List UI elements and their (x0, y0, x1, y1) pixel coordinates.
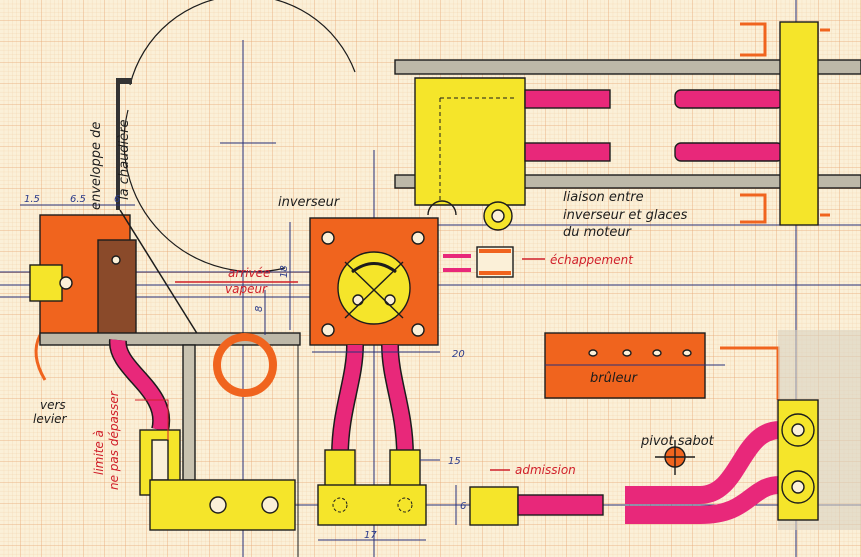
rail-top (394, 59, 861, 75)
pipe-left (110, 339, 169, 432)
label-link-3: du moteur (563, 225, 633, 240)
inverter-manifold (317, 484, 427, 526)
boiler-wall (116, 78, 120, 210)
dim-20: 20 (452, 349, 465, 360)
label-steam-in-2: vapeur (225, 282, 268, 296)
dim-6-5: 6.5 (70, 194, 86, 205)
limit-marker (135, 399, 169, 440)
dim-1-5: 1.5 (24, 194, 40, 205)
boiler-diagonal (119, 209, 199, 336)
ring (213, 333, 277, 397)
label-link-1: liaison entre (563, 190, 644, 205)
manifold-hole (209, 496, 227, 514)
lever-hole (111, 255, 121, 265)
manifold-port (332, 497, 348, 513)
thread-right (389, 449, 421, 487)
label-admission: admission (515, 463, 576, 477)
dim-8: 8 (254, 306, 265, 312)
label-limit-2: ne pas dépasser (107, 390, 121, 490)
inverter-pipes (332, 344, 413, 456)
exhaust-thread (479, 249, 511, 253)
slide-valve-bar (779, 21, 819, 226)
dim-6: 6 (114, 194, 120, 205)
burner-jets (588, 349, 692, 357)
link-bracket (414, 77, 526, 206)
label-pivot: pivot sabot (640, 434, 715, 449)
pivot-bore (791, 480, 805, 494)
label-inverter: inverseur (278, 195, 341, 210)
thread-left (324, 449, 356, 487)
admission-pipe-bend (625, 421, 782, 524)
label-boiler-1: enveloppe de (89, 122, 104, 210)
dim-18: 18 (279, 265, 290, 278)
label-boiler-2: la chaudière (117, 119, 132, 200)
inverter-crosshair (344, 261, 404, 319)
boiler-outline (123, 0, 356, 273)
lever-pin (59, 276, 73, 290)
dim-17: 17 (364, 530, 377, 541)
label-steam-in-1: arrivée (228, 266, 270, 280)
label-exhaust: échappement (550, 253, 634, 267)
lever-arm (34, 334, 47, 381)
valve-brackets (740, 22, 830, 224)
dimension-lines (20, 204, 457, 541)
lever-stub (29, 264, 63, 302)
label-burner: brûleur (590, 371, 639, 386)
lever-block (97, 239, 137, 341)
link-bracket-hidden (439, 97, 515, 200)
union-bore (151, 439, 169, 481)
dim-6-block: 6 (460, 501, 466, 512)
label-link-2: inverseur et glaces (563, 208, 688, 223)
exhaust-thread (479, 271, 511, 275)
flow-arrows (490, 258, 545, 471)
inverter-port (351, 262, 397, 274)
manifold-hole (261, 496, 279, 514)
frame-post (182, 344, 196, 481)
link-pivot-bore (491, 209, 505, 223)
label-lever-1: vers (40, 398, 66, 412)
label-limit-1: limite à (92, 430, 106, 475)
manifold-port (397, 497, 413, 513)
boiler-wall-cap (120, 78, 132, 84)
pivot-crosshair (655, 440, 695, 475)
label-lever-2: levier (33, 412, 68, 426)
pivot-bore (791, 423, 805, 437)
dim-15: 15 (448, 456, 461, 467)
admission-pipe (517, 494, 604, 516)
exhaust-pipes (443, 254, 471, 272)
admission-fitting (469, 486, 519, 526)
link-arc (427, 200, 457, 216)
